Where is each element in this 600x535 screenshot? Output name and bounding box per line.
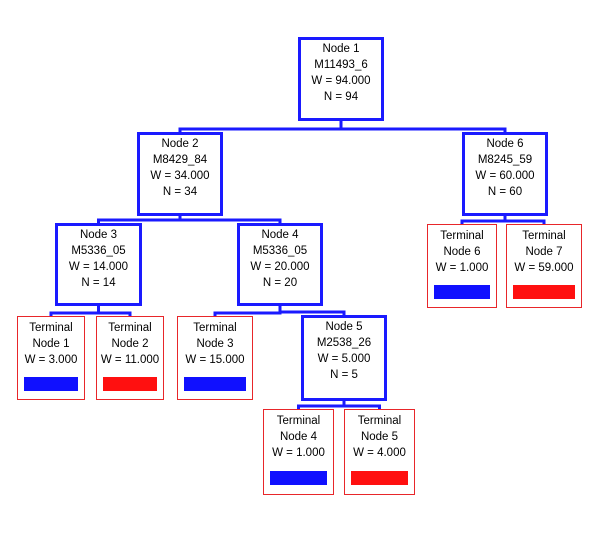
node-count: N = 14 bbox=[81, 277, 116, 289]
node-weight: W = 60.000 bbox=[475, 170, 535, 182]
node-count: N = 20 bbox=[262, 277, 298, 289]
node-count: N = 60 bbox=[487, 186, 523, 198]
terminal-node-name: Node 2 bbox=[111, 338, 149, 350]
terminal-weight: W = 59.000 bbox=[514, 262, 574, 274]
terminal-node-name: Node 6 bbox=[443, 246, 481, 258]
node-title: Node 1 bbox=[322, 43, 360, 55]
tree-edge bbox=[178, 216, 282, 223]
node-weight: W = 94.000 bbox=[311, 75, 371, 87]
tree-edge bbox=[278, 306, 346, 315]
terminal-node-name: Node 4 bbox=[279, 431, 318, 443]
terminal-node-name: Node 7 bbox=[525, 246, 563, 258]
split-variable: M11493_6 bbox=[314, 59, 368, 71]
split-variable: M8429_84 bbox=[152, 154, 208, 166]
terminal-node-name: Node 3 bbox=[196, 338, 234, 350]
terminal-label: Terminal bbox=[29, 322, 73, 334]
terminal-label: Terminal bbox=[522, 230, 566, 242]
class-bar-red bbox=[351, 471, 408, 485]
tree-edge bbox=[213, 306, 282, 316]
node-title: Node 2 bbox=[161, 138, 199, 150]
split-node-5: Node 5 M2538_26 W = 5.000 N = 5 bbox=[301, 315, 387, 401]
class-bar-blue bbox=[24, 377, 78, 391]
terminal-weight: W = 11.000 bbox=[100, 354, 160, 366]
tree-edge bbox=[342, 401, 381, 409]
class-bar-red bbox=[103, 377, 157, 391]
terminal-weight: W = 3.000 bbox=[24, 354, 78, 366]
split-variable: M5336_05 bbox=[252, 245, 308, 257]
node-weight: W = 20.000 bbox=[250, 261, 310, 273]
node-count: N = 94 bbox=[323, 91, 359, 103]
tree-edge bbox=[460, 216, 507, 224]
terminal-weight: W = 4.000 bbox=[353, 447, 406, 459]
class-bar-blue bbox=[270, 471, 327, 485]
class-bar-blue bbox=[184, 377, 246, 391]
class-bar-blue bbox=[434, 285, 490, 299]
node-count: N = 34 bbox=[162, 186, 198, 198]
terminal-weight: W = 1.000 bbox=[435, 262, 489, 274]
terminal-weight: W = 15.000 bbox=[185, 354, 245, 366]
tree-edge bbox=[97, 306, 132, 316]
split-node-6: Node 6 M8245_59 W = 60.000 N = 60 bbox=[462, 132, 548, 216]
class-bar-red bbox=[513, 285, 575, 299]
split-variable: M5336_05 bbox=[71, 245, 126, 257]
split-node-4: Node 4 M5336_05 W = 20.000 N = 20 bbox=[237, 223, 323, 306]
node-title: Node 6 bbox=[486, 138, 524, 150]
terminal-label: Terminal bbox=[440, 230, 484, 242]
node-title: Node 4 bbox=[261, 229, 299, 241]
node-count: N = 5 bbox=[330, 369, 358, 381]
node-weight: W = 34.000 bbox=[150, 170, 210, 182]
split-variable: M8245_59 bbox=[477, 154, 533, 166]
terminal-node-name: Node 5 bbox=[360, 431, 399, 443]
terminal-label: Terminal bbox=[357, 415, 402, 427]
tree-edge bbox=[503, 216, 546, 224]
node-weight: W = 14.000 bbox=[68, 261, 129, 273]
node-title: Node 3 bbox=[79, 229, 118, 241]
node-title: Node 5 bbox=[325, 321, 363, 333]
split-variable: M2538_26 bbox=[316, 337, 372, 349]
split-node-3: Node 3 M5336_05 W = 14.000 N = 14 bbox=[55, 223, 142, 306]
terminal-label: Terminal bbox=[108, 322, 152, 334]
terminal-label: Terminal bbox=[193, 322, 237, 334]
tree-edge bbox=[97, 216, 182, 223]
terminal-weight: W = 1.000 bbox=[272, 447, 325, 459]
terminal-node-name: Node 1 bbox=[32, 338, 70, 350]
terminal-label: Terminal bbox=[276, 415, 321, 427]
split-node-1: Node 1 M11493_6 W = 94.000 N = 94 bbox=[298, 37, 384, 121]
split-node-2: Node 2 M8429_84 W = 34.000 N = 34 bbox=[137, 132, 223, 216]
tree-edge bbox=[297, 401, 346, 409]
tree-edge bbox=[49, 306, 100, 316]
tree-edge bbox=[178, 121, 343, 132]
tree-edge bbox=[339, 121, 507, 132]
node-weight: W = 5.000 bbox=[317, 353, 371, 365]
